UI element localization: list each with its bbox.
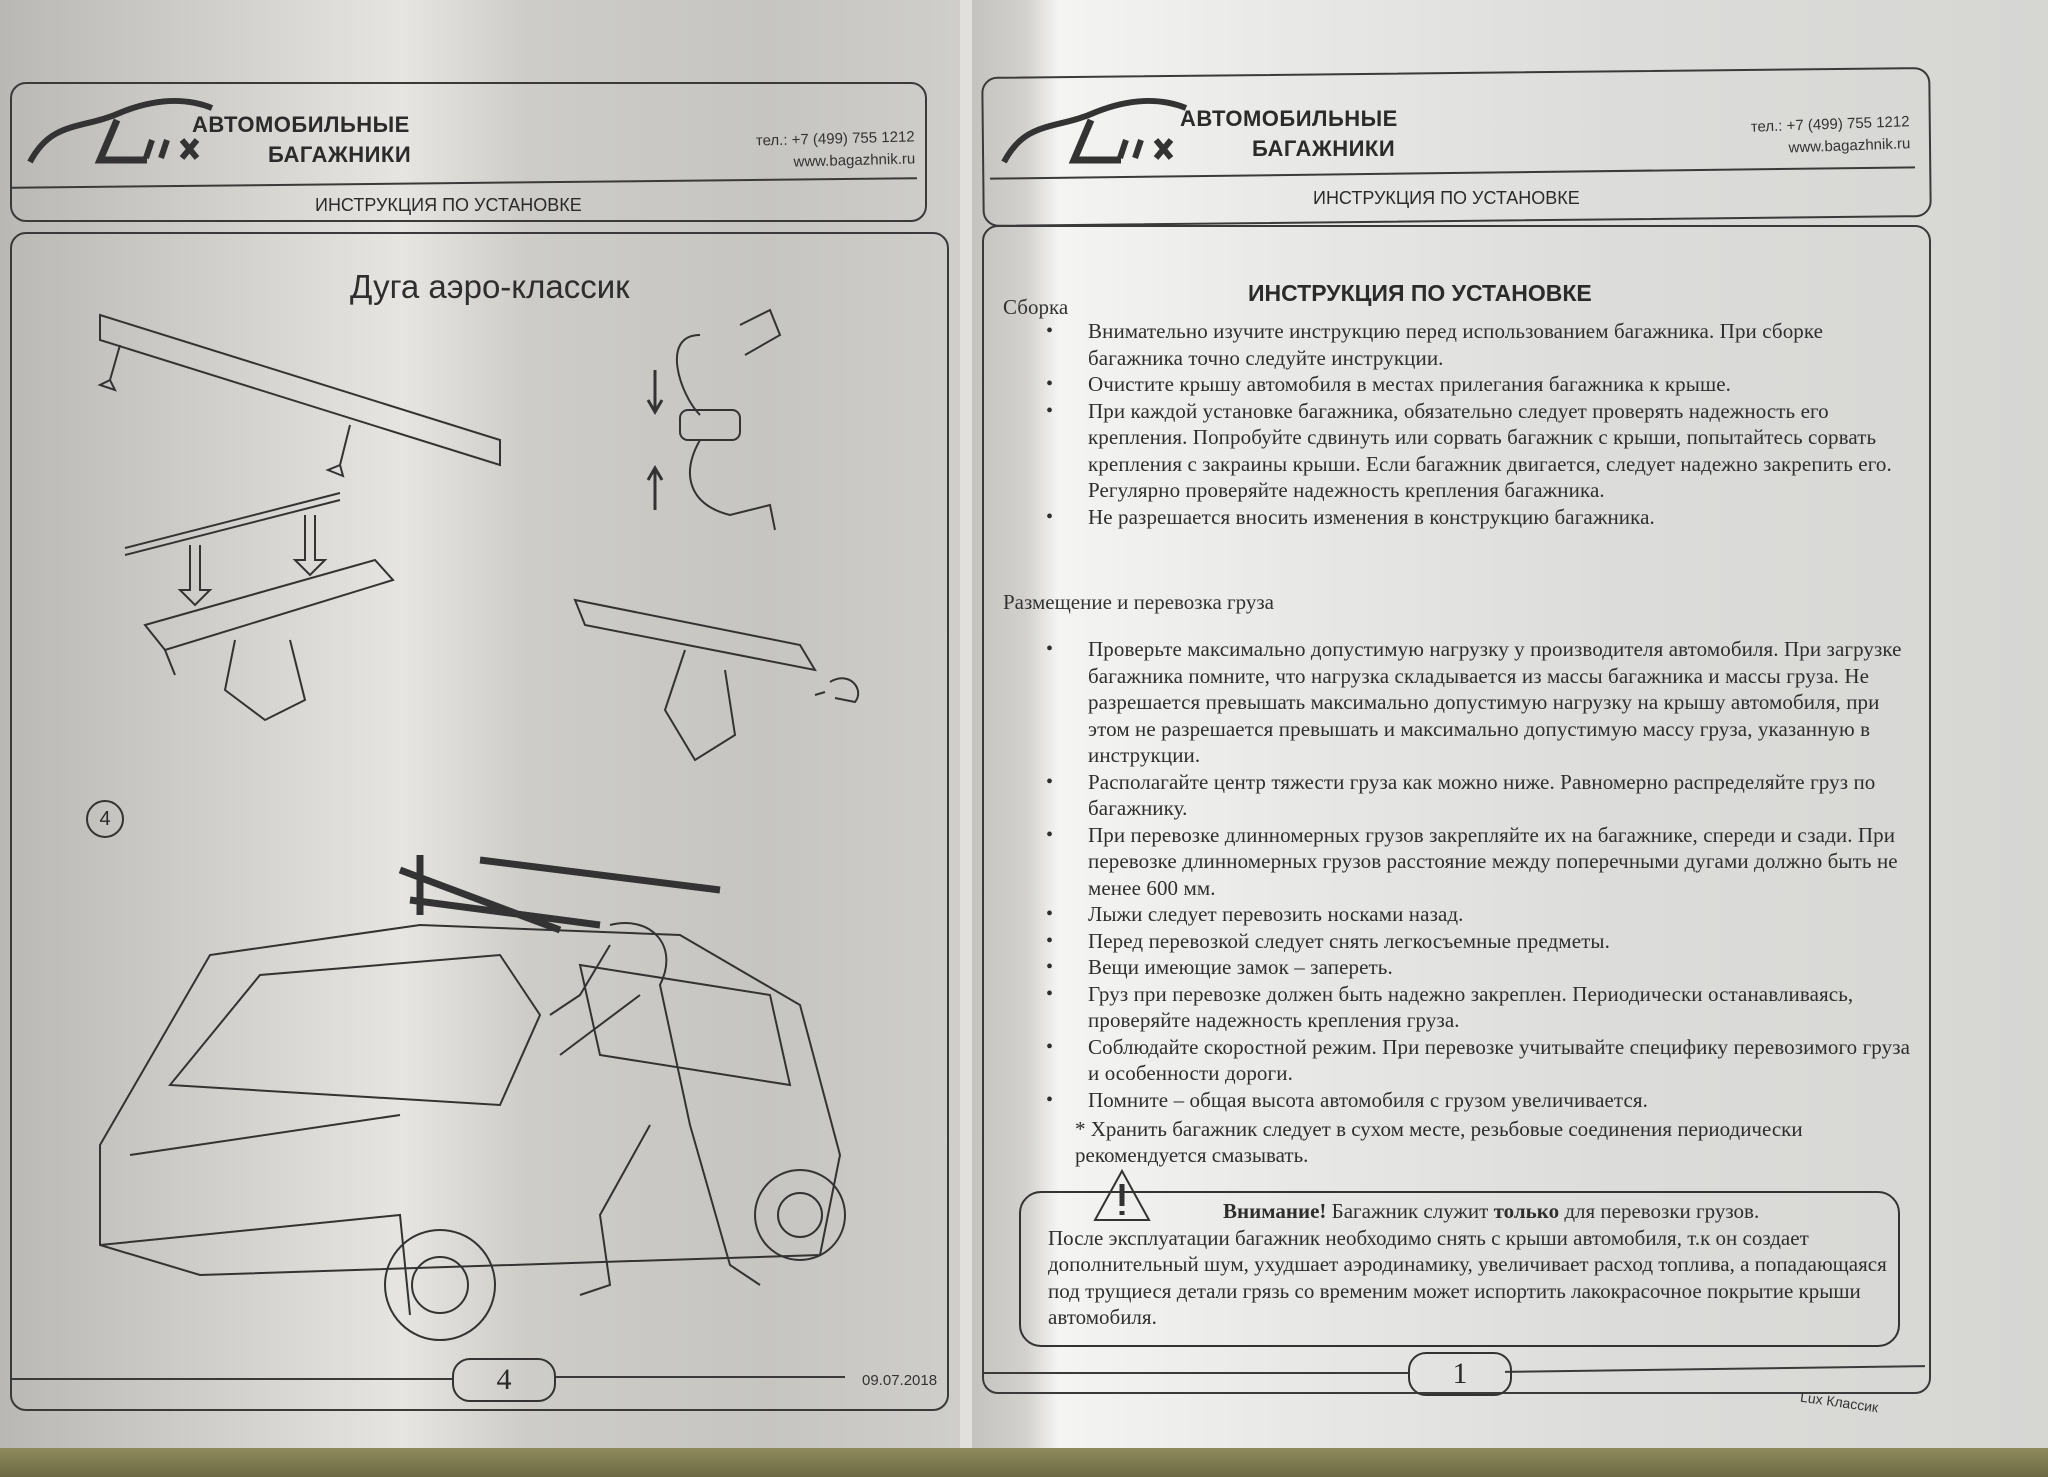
left-content-frame [10, 232, 949, 1411]
cargo-list: Проверьте максимально допустимую нагрузк… [1040, 636, 1920, 1113]
assembly-list: Внимательно изучите инструкцию перед исп… [1040, 318, 1900, 530]
divider [555, 1376, 845, 1378]
brand-line2: БАГАЖНИКИ [268, 142, 412, 167]
strap-hands-illustration [646, 308, 782, 531]
list-item: Помните – общая высота автомобиля с груз… [1040, 1087, 1920, 1114]
warning-lead: Багажник служит [1331, 1199, 1489, 1223]
lux-logo [1001, 98, 1188, 164]
right-page-title: ИНСТРУКЦИЯ ПО УСТАНОВКЕ [1248, 280, 1592, 306]
list-item: При каждой установке багажника, обязател… [1040, 398, 1900, 504]
header-subtitle: ИНСТРУКЦИЯ ПО УСТАНОВКЕ [315, 195, 582, 215]
list-item: При перевозке длинномерных грузов закреп… [1040, 822, 1920, 902]
endcap-illustration [573, 598, 860, 762]
warning-lead-end: для перевозки грузов. [1564, 1199, 1760, 1223]
section-heading-assembly: Сборка [1003, 295, 1069, 319]
list-item: Груз при перевозке должен быть надежно з… [1040, 981, 1920, 1034]
list-item: Очистите крышу автомобиля в местах приле… [1040, 371, 1900, 398]
warning-emphasis: только [1493, 1199, 1560, 1223]
print-date: 09.07.2018 [862, 1372, 938, 1389]
section-heading-cargo: Размещение и перевозка груза [1003, 590, 1274, 614]
warning-label: Внимание! [1223, 1199, 1327, 1223]
list-item: Лыжи следует перевозить носками назад. [1040, 901, 1920, 928]
brand-line2: БАГАЖНИКИ [1252, 136, 1396, 161]
list-item: Перед перевозкой следует снять легкосъем… [1040, 928, 1920, 955]
page-number: 1 [1408, 1352, 1512, 1396]
list-item: Вещи имеющие замок – запереть. [1040, 954, 1920, 981]
left-header-frame [10, 82, 927, 222]
rail-insert-illustration [124, 492, 395, 722]
warning-text: Внимание! Багажник служит только для пер… [1048, 1198, 1893, 1331]
header-subtitle: ИНСТРУКЦИЯ ПО УСТАНОВКЕ [1313, 188, 1580, 208]
car-roof-rack-illustration [99, 855, 846, 1341]
warning-body: После эксплуатации багажник необходимо с… [1048, 1225, 1887, 1330]
page-number: 4 [452, 1358, 556, 1402]
divider [12, 1378, 452, 1380]
storage-footnote: * Хранить багажник следует в сухом месте… [1075, 1117, 1803, 1167]
list-item: Не разрешается вносить изменения в конст… [1040, 504, 1900, 531]
crossbar-illustration [97, 313, 501, 478]
right-content-frame [982, 225, 1931, 1394]
list-item: Проверьте максимально допустимую нагрузк… [1040, 636, 1920, 769]
list-item: Внимательно изучите инструкцию перед исп… [1040, 318, 1900, 371]
warning-box [1019, 1191, 1900, 1347]
table-surface [0, 1448, 2048, 1477]
step-number: 4 [86, 800, 124, 838]
list-item: Соблюдайте скоростной режим. При перевоз… [1040, 1034, 1920, 1087]
left-page-title: Дуга аэро-классик [350, 268, 630, 305]
brand-line1: АВТОМОБИЛЬНЫЕ [192, 112, 410, 137]
lux-logo [27, 98, 214, 164]
left-page [0, 0, 960, 1477]
warning-triangle-icon [1093, 1168, 1151, 1221]
divider [984, 1372, 1409, 1374]
brand-line1: АВТОМОБИЛЬНЫЕ [1180, 106, 1398, 131]
contact-info: тел.: +7 (499) 755 1212 www.bagazhnik.ru [639, 126, 916, 177]
list-item: Располагайте центр тяжести груза как мож… [1040, 769, 1920, 822]
